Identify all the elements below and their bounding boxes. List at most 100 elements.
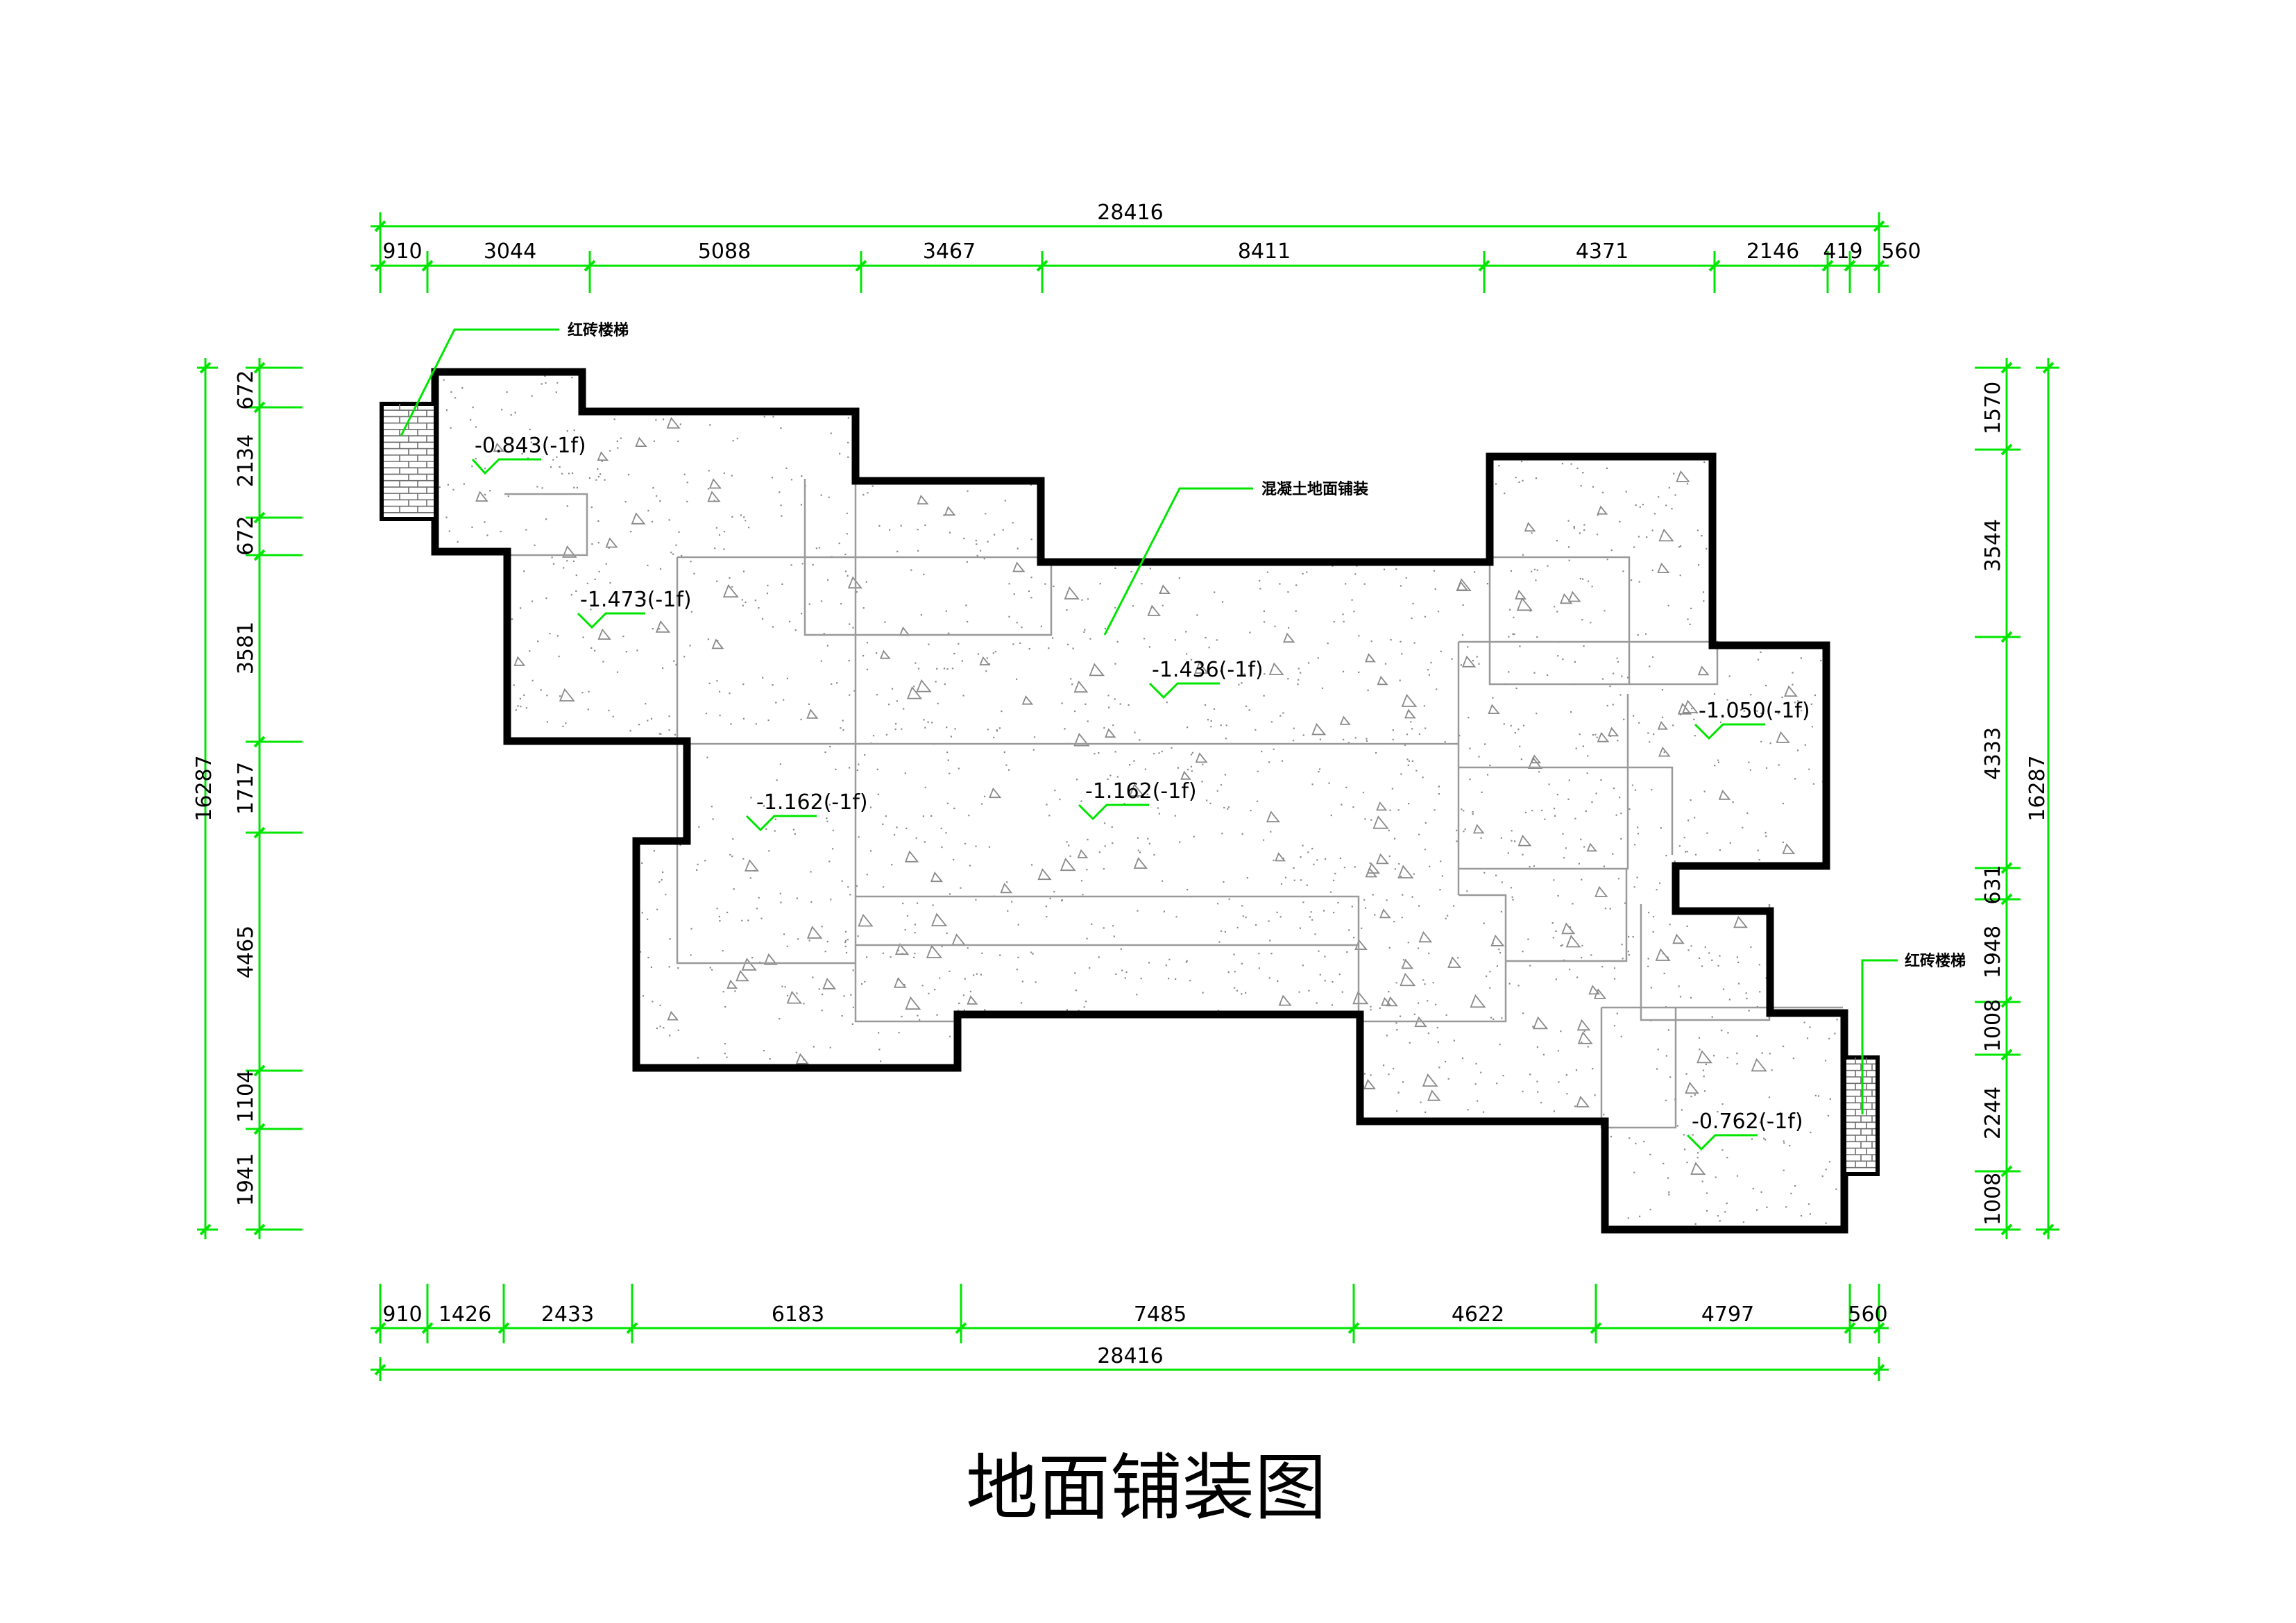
label-concrete-floor: 混凝土地面铺装: [1261, 480, 1368, 498]
dimension-tick: [2000, 362, 2013, 374]
level-symbol: [745, 815, 817, 832]
label-stair-bottom-right: 红砖楼梯: [1905, 952, 1966, 970]
left-dimension: 4465: [234, 926, 258, 978]
joint-line: [1600, 1008, 1677, 1129]
level-marker: -1.473(-1f): [577, 588, 692, 629]
left-dimension: 672: [234, 370, 258, 409]
dimension-tick: [374, 1322, 386, 1334]
dimension-tick: [1478, 260, 1490, 272]
dimension-tick: [253, 362, 266, 374]
dimension-tick: [2042, 362, 2055, 374]
concrete-aggregate: [475, 416, 1798, 1175]
level-marker: -1.436(-1f): [1148, 658, 1264, 699]
bottom-dimension: 6183: [772, 1302, 824, 1327]
dimension-tick: [2000, 443, 2013, 456]
joint-line: [676, 557, 856, 965]
joint-line: [854, 479, 960, 1023]
joint-line: [1459, 766, 1674, 855]
dimension-tick: [955, 1322, 967, 1334]
dimension-tick: [253, 1123, 266, 1135]
joint-line: [504, 493, 588, 556]
left-dimension: 1941: [234, 1153, 258, 1206]
right-dimension: 631: [1981, 865, 2005, 904]
dimension-tick: [626, 1322, 638, 1334]
dimension-tick: [2000, 862, 2013, 874]
level-marker: -0.843(-1f): [471, 434, 586, 475]
floor-area: [431, 368, 1848, 1234]
bottom-dimension: 2433: [541, 1302, 594, 1327]
right-dimension: 3544: [1981, 519, 2005, 572]
drawing-title: 地面铺装图: [966, 1445, 1327, 1530]
level-marker: -1.162(-1f): [745, 790, 868, 832]
left-dimension: 672: [234, 516, 258, 555]
level-value: -0.762(-1f): [1692, 1110, 1803, 1134]
right-dimension: 1008: [1981, 999, 2005, 1052]
top-total-dimension: 28416: [1097, 201, 1163, 225]
leader-line-stair-top-left: [400, 328, 559, 436]
dimension-tick: [374, 1363, 386, 1376]
dimension-tick: [253, 549, 266, 561]
top-dimension: 3467: [923, 239, 976, 264]
joint-line: [1506, 869, 1628, 962]
right-dimension: 1570: [1981, 382, 2005, 434]
top-dimension: 3044: [484, 239, 536, 264]
level-symbol: [1078, 804, 1149, 821]
dimension-tick: [1873, 260, 1885, 272]
level-value: -1.050(-1f): [1699, 699, 1810, 723]
dimension-tick: [1873, 1363, 1885, 1376]
dimension-tick: [253, 736, 266, 748]
dimension-tick: [2000, 631, 2013, 643]
dimension-tick: [1347, 1322, 1360, 1334]
joint-line: [1459, 694, 1629, 870]
level-value: -0.843(-1f): [475, 434, 586, 458]
dimension-tick: [2000, 1223, 2013, 1236]
dimension-tick: [2042, 1223, 2055, 1236]
level-symbol: [471, 458, 541, 475]
dimension-tick: [1821, 260, 1834, 272]
dimension-tick: [1844, 260, 1856, 272]
brick-hatch: [1846, 1057, 1876, 1169]
dimension-tick: [1036, 260, 1048, 272]
dimension-tick: [855, 260, 867, 272]
dimension-tick: [2000, 893, 2013, 906]
joint-line: [803, 479, 1053, 636]
leader-line-stair-bottom-right: [1861, 959, 1898, 1114]
bottom-dimension: 1426: [439, 1302, 491, 1327]
dimension-tick: [253, 401, 266, 414]
brick-lines: [1846, 1057, 1876, 1169]
label-stair-top-left: 红砖楼梯: [568, 321, 629, 339]
dimension-tick: [253, 511, 266, 524]
brick-hatch: [384, 404, 434, 513]
bottom-total-dimension: 28416: [1097, 1344, 1163, 1368]
level-value: -1.436(-1f): [1152, 658, 1264, 682]
dimension-tick: [2000, 996, 2013, 1008]
dimension-tick: [1873, 220, 1885, 232]
top-dimension: 2146: [1746, 239, 1799, 264]
dimension-tick: [1844, 1322, 1856, 1334]
bottom-dimension: 7485: [1134, 1302, 1187, 1327]
level-symbol: [1148, 682, 1220, 699]
right-dimension: 2244: [1981, 1087, 2005, 1139]
level-marker: -1.162(-1f): [1078, 779, 1197, 821]
level-symbol: [1686, 1134, 1758, 1151]
dimension-tick: [199, 1223, 212, 1236]
top-dimension: 560: [1881, 239, 1921, 264]
left-dimension: 3581: [234, 622, 258, 674]
dimension-tick: [1873, 1322, 1885, 1334]
dimension-tick: [253, 1064, 266, 1077]
joint-line: [1459, 640, 1719, 686]
level-markers: -0.843(-1f) -1.473(-1f) -1.436(-1f) -1.0…: [471, 434, 1810, 1151]
right-total-dimension: 16287: [2025, 755, 2050, 821]
floor-outline-wall: [431, 368, 1848, 1234]
left-dimension: 1104: [234, 1070, 258, 1123]
top-dimension: 910: [382, 239, 422, 264]
dimension-tick: [1590, 1322, 1602, 1334]
level-value: -1.473(-1f): [580, 588, 692, 612]
right-dimension: 4333: [1981, 727, 2005, 780]
joint-line: [856, 894, 1507, 1023]
paving-joint-lines: [504, 479, 1843, 1129]
dimension-tick: [253, 1223, 266, 1236]
concrete-dots: [439, 375, 1838, 1228]
top-dimension: 5088: [698, 239, 751, 264]
